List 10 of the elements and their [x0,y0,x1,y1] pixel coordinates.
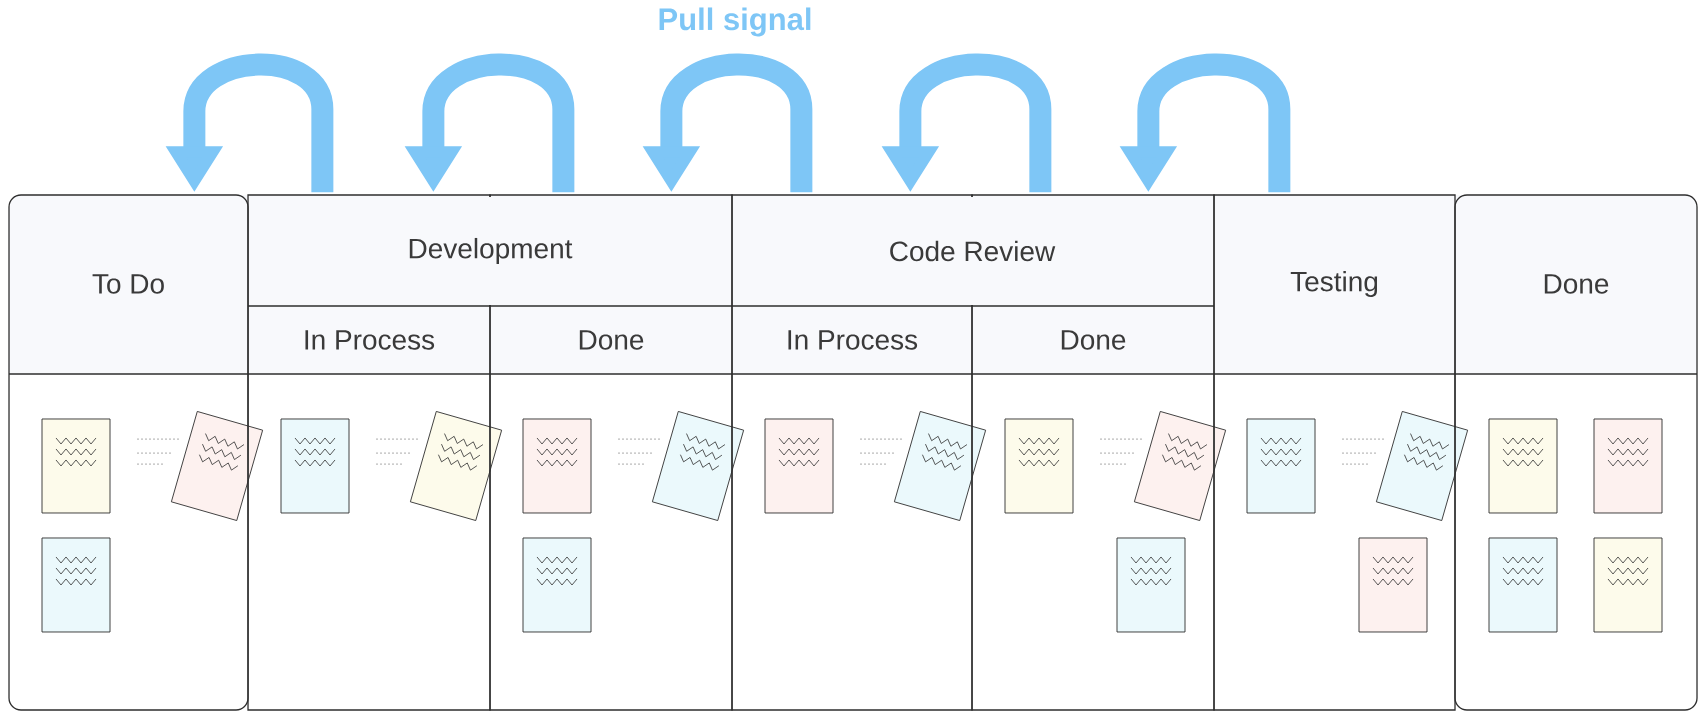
column-heading: Testing [1290,270,1378,298]
column-heading: Done [1061,330,1126,350]
group-heading: Development [405,197,575,305]
column-heading: In Process [788,330,918,350]
column-heading: Done [1544,274,1609,294]
column-heading: Done [579,330,644,350]
title: Pull signal [659,7,811,37]
column-heading: To Do [92,274,164,294]
column-heading: In Process [305,330,435,350]
group-heading: Code Review [886,197,1058,305]
